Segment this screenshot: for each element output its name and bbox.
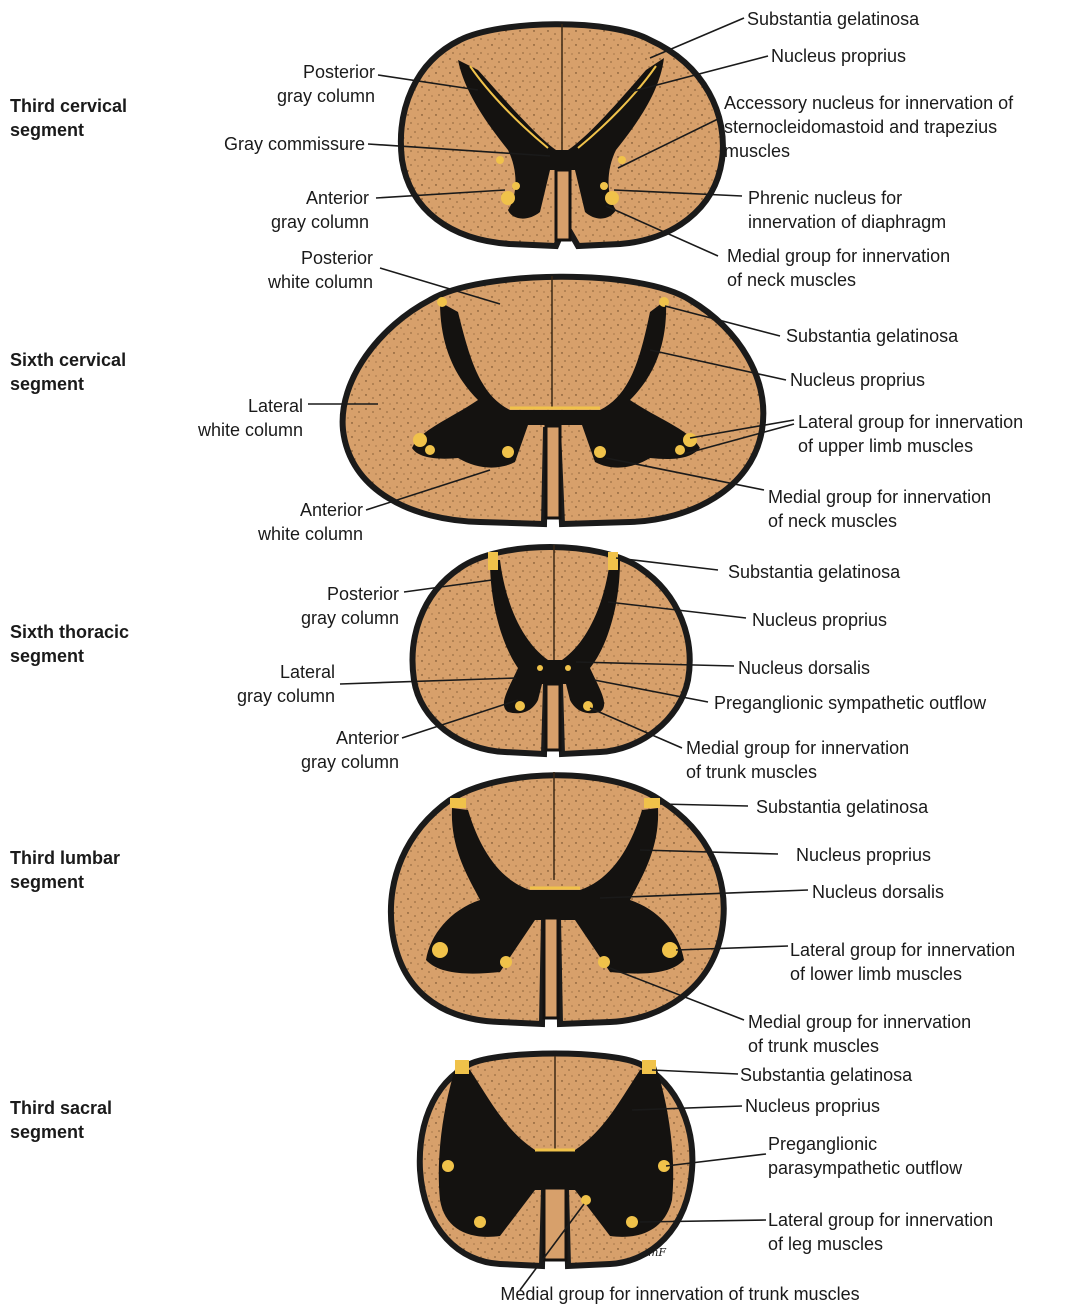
- anterior-fissure-t6: [546, 684, 560, 750]
- anterior-fissure-l3: [544, 918, 558, 1018]
- label-nucleus-proprius: Nucleus proprius: [745, 1094, 880, 1118]
- label-substantia-gelatinosa: Substantia gelatinosa: [786, 324, 958, 348]
- anterior-fissure-c3: [556, 170, 570, 240]
- label-lateral-white-column: Lateral white column: [198, 394, 303, 442]
- label-nucleus-dorsalis: Nucleus dorsalis: [812, 880, 944, 904]
- label-nucleus-proprius: Nucleus proprius: [790, 368, 925, 392]
- label-substantia-gelatinosa: Substantia gelatinosa: [728, 560, 900, 584]
- artist-signature: mF: [648, 1246, 666, 1259]
- label-gray-commissure: Gray commissure: [224, 132, 365, 156]
- label-anterior-gray-column: Anterior gray column: [271, 186, 369, 234]
- label-lateral-group-leg: Lateral group for innervation of leg mus…: [768, 1208, 993, 1256]
- label-anterior-gray-column: Anterior gray column: [301, 726, 399, 774]
- label-preganglionic-sympathetic: Preganglionic sympathetic outflow: [714, 691, 986, 715]
- anterior-fissure-c6: [546, 426, 560, 518]
- segment-title-third-sacral: Third sacral segment: [10, 1096, 112, 1144]
- label-medial-group-trunk-bottom: Medial group for innervation of trunk mu…: [400, 1282, 960, 1306]
- anterior-fissure-s3: [544, 1188, 566, 1260]
- section-third-lumbar: [391, 772, 808, 1024]
- label-lateral-group-upper-limb: Lateral group for innervation of upper l…: [798, 410, 1023, 458]
- label-lateral-gray-column: Lateral gray column: [237, 660, 335, 708]
- label-medial-group-neck: Medial group for innervation of neck mus…: [727, 244, 950, 292]
- label-substantia-gelatinosa: Substantia gelatinosa: [740, 1063, 912, 1087]
- segment-title-sixth-thoracic: Sixth thoracic segment: [10, 620, 129, 668]
- label-medial-group-neck: Medial group for innervation of neck mus…: [768, 485, 991, 533]
- label-nucleus-proprius: Nucleus proprius: [752, 608, 887, 632]
- section-third-sacral: [420, 1054, 766, 1291]
- label-posterior-gray-column: Posterior gray column: [301, 582, 399, 630]
- section-third-cervical: [368, 18, 768, 256]
- label-medial-group-trunk: Medial group for innervation of trunk mu…: [748, 1010, 971, 1058]
- segment-title-third-cervical: Third cervical segment: [10, 94, 127, 142]
- section-sixth-thoracic: [340, 545, 746, 754]
- label-posterior-gray-column: Posterior gray column: [277, 60, 375, 108]
- label-nucleus-proprius: Nucleus proprius: [796, 843, 931, 867]
- label-substantia-gelatinosa: Substantia gelatinosa: [747, 7, 919, 31]
- segment-title-sixth-cervical: Sixth cervical segment: [10, 348, 126, 396]
- label-medial-group-trunk: Medial group for innervation of trunk mu…: [686, 736, 909, 784]
- label-substantia-gelatinosa: Substantia gelatinosa: [756, 795, 928, 819]
- label-phrenic-nucleus: Phrenic nucleus for innervation of diaph…: [748, 186, 946, 234]
- label-accessory-nucleus: Accessory nucleus for innervation of ste…: [724, 91, 1013, 163]
- label-nucleus-dorsalis: Nucleus dorsalis: [738, 656, 870, 680]
- label-preganglionic-parasympathetic: Preganglionic parasympathetic outflow: [768, 1132, 962, 1180]
- label-nucleus-proprius: Nucleus proprius: [771, 44, 906, 68]
- segment-title-third-lumbar: Third lumbar segment: [10, 846, 120, 894]
- label-lateral-group-lower-limb: Lateral group for innervation of lower l…: [790, 938, 1015, 986]
- label-anterior-white-column: Anterior white column: [258, 498, 363, 546]
- section-sixth-cervical: [308, 268, 794, 524]
- label-posterior-white-column: Posterior white column: [268, 246, 373, 294]
